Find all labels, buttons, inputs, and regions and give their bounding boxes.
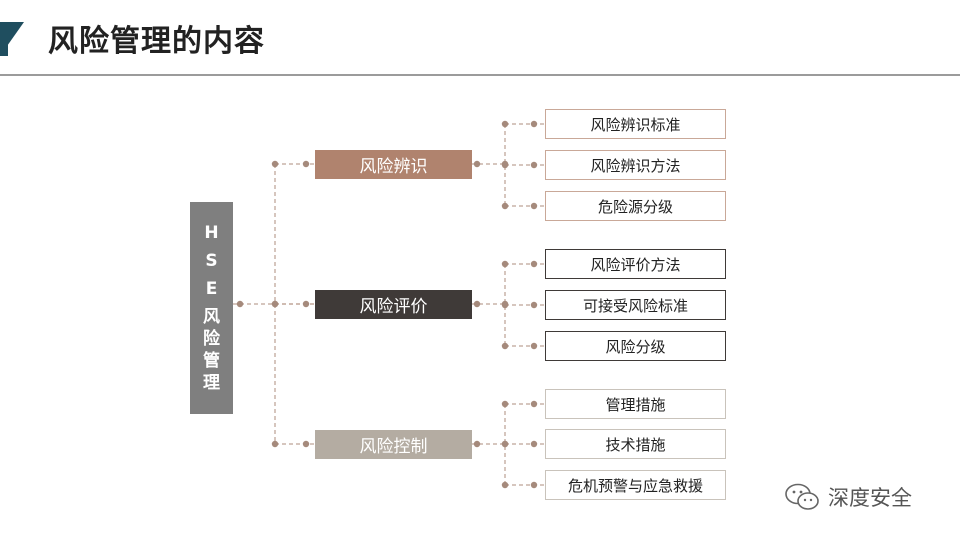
connector-dot: [530, 202, 538, 210]
connector-dot: [501, 161, 509, 169]
root-char: E: [205, 279, 218, 299]
connector-dot: [530, 260, 538, 268]
connector-dot: [530, 161, 538, 169]
connector-dot: [530, 440, 538, 448]
root-char: 风: [203, 307, 220, 327]
item-management-measures: 管理措施: [545, 389, 726, 419]
connector-dot: [271, 160, 279, 168]
item-risk-eval-method: 风险评价方法: [545, 249, 726, 279]
item-acceptable-risk-standard: 可接受风险标准: [545, 290, 726, 320]
item-hazard-grading: 危险源分级: [545, 191, 726, 221]
connector-dot: [302, 160, 310, 168]
root-char: 理: [203, 373, 220, 393]
connector-dot: [501, 481, 509, 489]
connector-dot: [302, 440, 310, 448]
category-risk-evaluation: 风险评价: [315, 290, 472, 319]
connector-dot: [501, 202, 509, 210]
connector-dot: [530, 481, 538, 489]
connector-dot: [530, 301, 538, 309]
item-risk-id-standard: 风险辨识标准: [545, 109, 726, 139]
watermark: 深度安全: [784, 482, 912, 512]
connector-dot: [473, 160, 481, 168]
connector-dot: [271, 300, 279, 308]
connector-dot: [473, 440, 481, 448]
connector-dot: [302, 300, 310, 308]
root-char: 险: [203, 329, 220, 349]
connector-dot: [530, 400, 538, 408]
connector-dot: [530, 120, 538, 128]
watermark-text: 深度安全: [828, 486, 912, 510]
wechat-icon: [785, 483, 819, 510]
item-emergency-response: 危机预警与应急救援: [545, 470, 726, 500]
category-risk-identification: 风险辨识: [315, 150, 472, 179]
connector-dot: [501, 260, 509, 268]
root-char: H: [204, 223, 219, 243]
item-risk-id-method: 风险辨识方法: [545, 150, 726, 180]
root-char: 管: [203, 351, 220, 371]
connector-dot: [473, 300, 481, 308]
page-title: 风险管理的内容: [48, 24, 265, 59]
connector-dot: [501, 400, 509, 408]
connector-dot: [530, 342, 538, 350]
item-technical-measures: 技术措施: [545, 429, 726, 459]
item-risk-grading: 风险分级: [545, 331, 726, 361]
category-risk-control: 风险控制: [315, 430, 472, 459]
connector-dot: [501, 440, 509, 448]
connector-dot: [236, 300, 244, 308]
root-char: S: [205, 251, 218, 271]
connector-dot: [501, 301, 509, 309]
connector-dot: [501, 342, 509, 350]
connector-dot: [271, 440, 279, 448]
title-accent: [0, 22, 24, 56]
connector-dot: [501, 120, 509, 128]
title-divider: [0, 74, 960, 76]
